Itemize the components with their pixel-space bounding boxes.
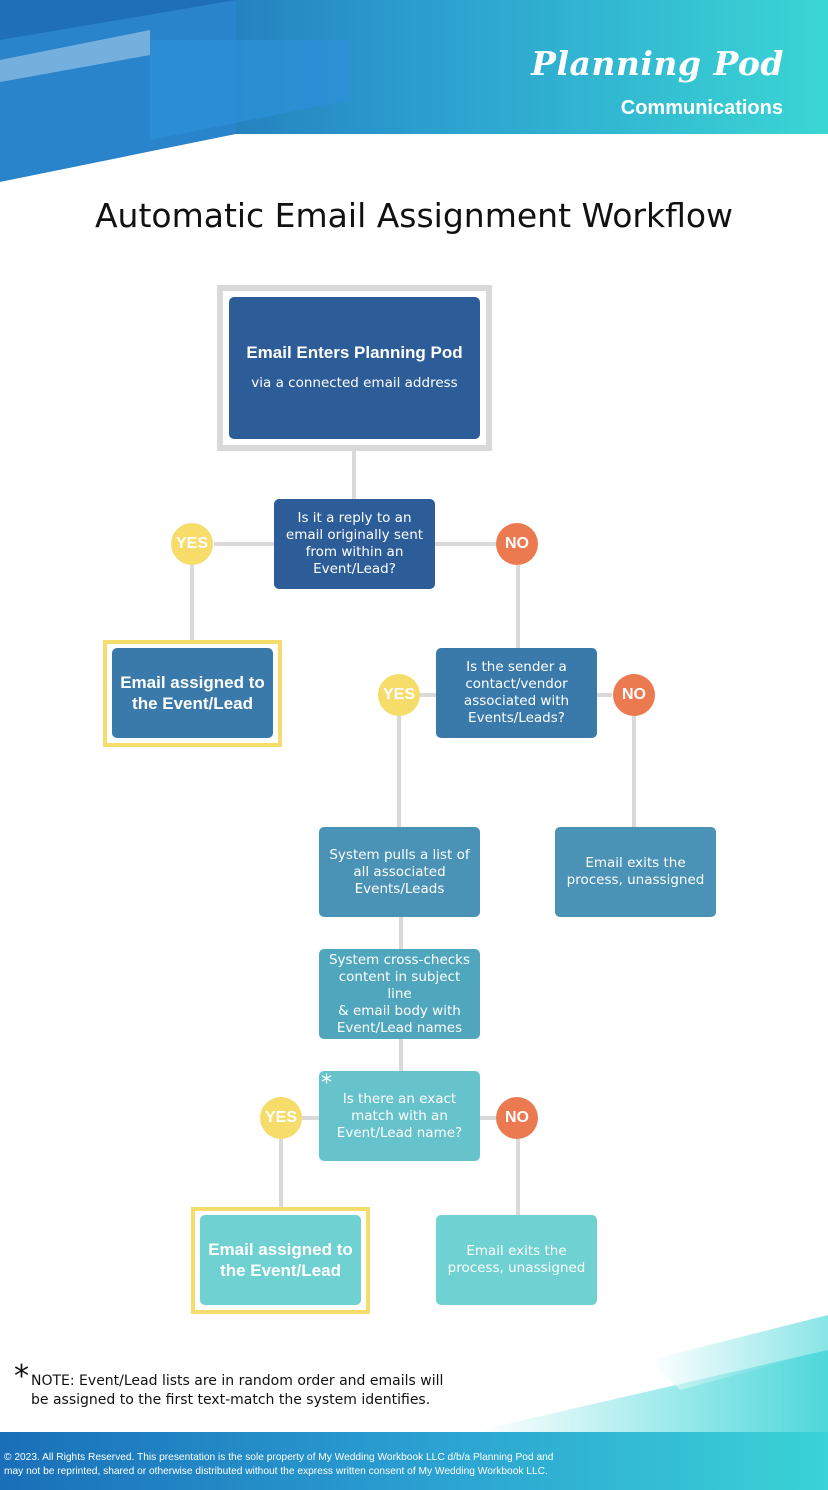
asterisk-marker: * — [321, 1071, 332, 1096]
brand-logo: Planning Pod — [531, 44, 784, 83]
no-badge: NO — [496, 1097, 538, 1139]
decision-sender-line: associated with — [463, 693, 570, 709]
pull-list-node: System pulls a list of all associated Ev… — [319, 827, 480, 917]
header-graphic — [0, 0, 828, 182]
exit-line: Email exits the — [466, 1243, 567, 1259]
assigned-node: Email assigned to the Event/Lead — [112, 648, 273, 738]
note-asterisk: * — [14, 1359, 29, 1394]
decision-match-line: match with an — [351, 1107, 448, 1124]
no-badge: NO — [496, 523, 538, 565]
pull-list-line: System pulls a list of — [329, 846, 470, 863]
pull-list-line: Events/Leads — [354, 880, 445, 897]
assigned-line: Email assigned to — [120, 673, 265, 692]
start-detail: via a connected email address — [251, 375, 458, 391]
decision-reply-line: email originally sent — [285, 527, 424, 543]
exit-line: Email exits the — [585, 855, 686, 871]
cross-check-line: & email body with — [338, 1002, 461, 1019]
start-node: Email Enters Planning Pod via a connecte… — [229, 297, 480, 439]
yes-badge: YES — [171, 523, 213, 565]
cross-check-line: Event/Lead names — [336, 1019, 463, 1036]
decision-match-line: Is there an exact — [342, 1090, 457, 1107]
footer-line: may not be reprinted, shared or otherwis… — [4, 1466, 548, 1477]
pull-list-line: all associated — [353, 863, 446, 880]
cross-check-line: System cross-checks — [328, 951, 471, 968]
brand-subtitle: Communications — [620, 97, 783, 119]
assigned-line: Email assigned to — [208, 1240, 353, 1259]
cross-check-line: content in subject line — [338, 968, 461, 1002]
exit-line: process, unassigned — [566, 872, 705, 888]
header-banner: Planning Pod Communications — [0, 0, 828, 182]
decision-reply-line: from within an — [305, 544, 404, 560]
bottom-decoration — [480, 1315, 828, 1432]
exit-node: Email exits the process, unassigned — [555, 827, 716, 917]
decision-sender-line: contact/vendor — [465, 676, 568, 692]
decision-sender-line: Events/Leads? — [468, 710, 565, 726]
decision-reply-line: Is it a reply to an — [297, 510, 412, 526]
start-heading: Email Enters Planning Pod — [246, 343, 463, 362]
assigned-node: Email assigned to the Event/Lead — [200, 1215, 361, 1305]
decision-reply: Is it a reply to an email originally sen… — [274, 499, 435, 589]
decision-match-line: Event/Lead name? — [336, 1124, 463, 1141]
footnote: NOTE: Event/Lead lists are in random ord… — [31, 1373, 444, 1408]
footer-copyright: © 2023. All Rights Reserved. This presen… — [4, 1451, 604, 1479]
cross-check-node: System cross-checks content in subject l… — [319, 949, 480, 1039]
yes-badge: YES — [378, 674, 420, 716]
exit-node: Email exits the process, unassigned — [436, 1215, 597, 1305]
exit-line: process, unassigned — [447, 1260, 586, 1276]
decision-sender-line: Is the sender a — [466, 659, 567, 675]
page-title: Automatic Email Assignment Workflow — [94, 196, 734, 235]
no-badge: NO — [613, 674, 655, 716]
decision-match: Is there an exact match with an Event/Le… — [319, 1071, 480, 1161]
footer-bar: © 2023. All Rights Reserved. This presen… — [0, 1432, 828, 1490]
decision-reply-line: Event/Lead? — [313, 561, 396, 577]
footer-line: © 2023. All Rights Reserved. This presen… — [4, 1452, 554, 1463]
yes-badge: YES — [260, 1097, 302, 1139]
assigned-line: the Event/Lead — [132, 694, 253, 713]
assigned-line: the Event/Lead — [220, 1261, 341, 1280]
decision-sender: Is the sender a contact/vendor associate… — [436, 648, 597, 738]
